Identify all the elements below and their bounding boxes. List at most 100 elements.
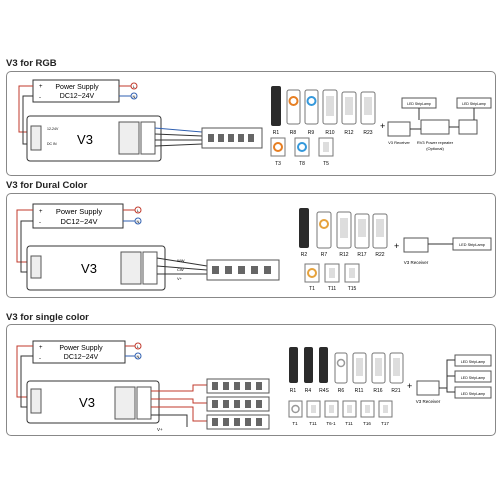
remote-r4-icon <box>304 347 313 383</box>
panel-label-t1: T1 <box>309 286 315 292</box>
panel-label-t5: T5 <box>323 161 329 167</box>
remote-r12-icon <box>336 211 352 249</box>
ps-plus-label: + <box>39 209 43 215</box>
remote-label-r4s: R4S <box>319 388 329 394</box>
terminal-n-icon <box>134 352 142 360</box>
input-terminal <box>30 388 42 414</box>
led-strip-chips <box>212 382 262 426</box>
panel-label-t11b: T11 <box>345 421 353 426</box>
dual-wiring-diagram: + - Power Supply DC12~24V L N V3 WW CW V… <box>16 203 492 292</box>
remote-label-r10: R10 <box>325 130 334 136</box>
remote-r2-icon <box>299 208 309 248</box>
power-supply-box <box>32 340 126 364</box>
ctrl-side-text: 12-24V <box>47 127 59 131</box>
output-screws <box>142 251 158 285</box>
terminal-l-icon <box>134 206 142 214</box>
panel-t15-icon <box>344 263 360 283</box>
section-title-rgb: V3 for RGB <box>6 58 57 69</box>
controller-label: V3 <box>79 395 95 410</box>
led-lamp-label-2: LED StripLamp <box>462 102 486 106</box>
section-title-single: V3 for single color <box>6 312 89 323</box>
remote-r23-icon <box>360 91 376 125</box>
remote-r8-icon <box>286 89 301 125</box>
output-screws <box>136 386 152 420</box>
remote-r17-icon <box>354 213 370 249</box>
remote-r9-icon <box>304 89 319 125</box>
panel-t1-icon <box>288 400 303 418</box>
output-terminal <box>114 386 136 420</box>
term-l-label: L <box>133 84 136 89</box>
ps-plus-label: + <box>39 345 43 351</box>
term-l-label: L <box>137 208 140 213</box>
panel-label-t3: T3 <box>275 161 281 167</box>
remote-r22-icon <box>372 213 388 249</box>
remote-r12-icon <box>341 91 357 125</box>
panel-t1-icon <box>304 263 320 283</box>
remote-label-r21: R21 <box>391 388 400 394</box>
led-strip-chips <box>208 134 254 142</box>
ps-title: Power Supply <box>56 207 103 216</box>
plus-icon: + <box>407 381 412 391</box>
panel-t3-icon <box>270 137 286 157</box>
terminal-l-icon <box>130 82 138 90</box>
receiver-label: V3 Receiver <box>388 140 410 145</box>
output-screws <box>140 121 156 155</box>
remote-r16-icon <box>371 352 386 384</box>
led-lamp-label-1: LED StripLamp <box>461 360 485 364</box>
panel-dual: + - Power Supply DC12~24V L N V3 WW CW V… <box>6 193 496 298</box>
input-terminal <box>30 125 42 151</box>
remote-label-r4: R4 <box>305 388 312 394</box>
panel-t16-icon <box>360 400 375 418</box>
panel-label-t11: T11 <box>309 421 317 426</box>
ps-minus-label: - <box>39 356 41 362</box>
wire-label-vplus: V+ <box>157 427 163 432</box>
panel-t11-icon <box>324 263 340 283</box>
panel-label-t1: T1 <box>292 421 298 426</box>
remote-r10-icon <box>322 89 338 125</box>
output-terminal <box>118 121 140 155</box>
remote-label-r6: R6 <box>338 388 345 394</box>
term-n-label: N <box>137 219 140 224</box>
controller-label: V3 <box>81 261 97 276</box>
ps-title: Power Supply <box>59 345 103 352</box>
remote-label-r8: R8 <box>290 130 297 136</box>
term-n-label: N <box>137 354 140 359</box>
wire-label-cw: CW <box>177 267 184 272</box>
remote-label-r16: R16 <box>373 388 382 394</box>
remote-r4s-icon <box>319 347 328 383</box>
panel-t6-1-icon <box>324 400 339 418</box>
led-lamp-label-3: LED StripLamp <box>461 392 485 396</box>
panel-label-t11: T11 <box>328 286 336 292</box>
wire-label-ww: WW <box>177 258 185 263</box>
plus-icon: + <box>380 121 385 131</box>
remote-label-r2: R2 <box>301 252 308 258</box>
ps-voltage: DC12~24V <box>64 354 99 361</box>
led-lamp-label: LED StripLamp <box>459 243 485 247</box>
output-terminal <box>120 251 142 285</box>
panel-label-t15: T15 <box>348 286 357 292</box>
term-n-label: N <box>133 94 136 99</box>
remote-label-r12: R12 <box>344 130 353 136</box>
panel-t8-icon <box>294 137 310 157</box>
panel-rgb: + - Power Supply DC12~24V L N 12-24V DC … <box>6 71 496 176</box>
panel-t17-icon <box>378 400 393 418</box>
led-lamp-label-1: LED StripLamp <box>407 102 431 106</box>
ps-plus-label: + <box>39 84 43 90</box>
section-title-dual: V3 for Dural Color <box>6 180 88 191</box>
panel-single: + - Power Supply DC12~24V L N V3 V+ <box>6 324 496 436</box>
term-l-label: L <box>137 344 140 349</box>
wire-plus <box>18 85 33 133</box>
ps-voltage: DC12~24V <box>61 217 98 226</box>
led-strip-chips <box>212 266 271 274</box>
led-lamp-label-2: LED StripLamp <box>461 376 485 380</box>
remote-label-r1: R1 <box>290 388 297 394</box>
remote-label-r17: R17 <box>357 252 366 258</box>
remote-label-r9: R9 <box>308 130 315 136</box>
power-repeater-box <box>420 119 450 135</box>
remote-label-r1: R1 <box>273 130 280 136</box>
power-supply-box <box>32 79 120 103</box>
panel-t11-icon <box>306 400 321 418</box>
receiver-label: V3 Receiver <box>404 260 429 265</box>
panel-label-t16: T16 <box>363 421 371 426</box>
remote-r21-icon <box>389 352 404 384</box>
